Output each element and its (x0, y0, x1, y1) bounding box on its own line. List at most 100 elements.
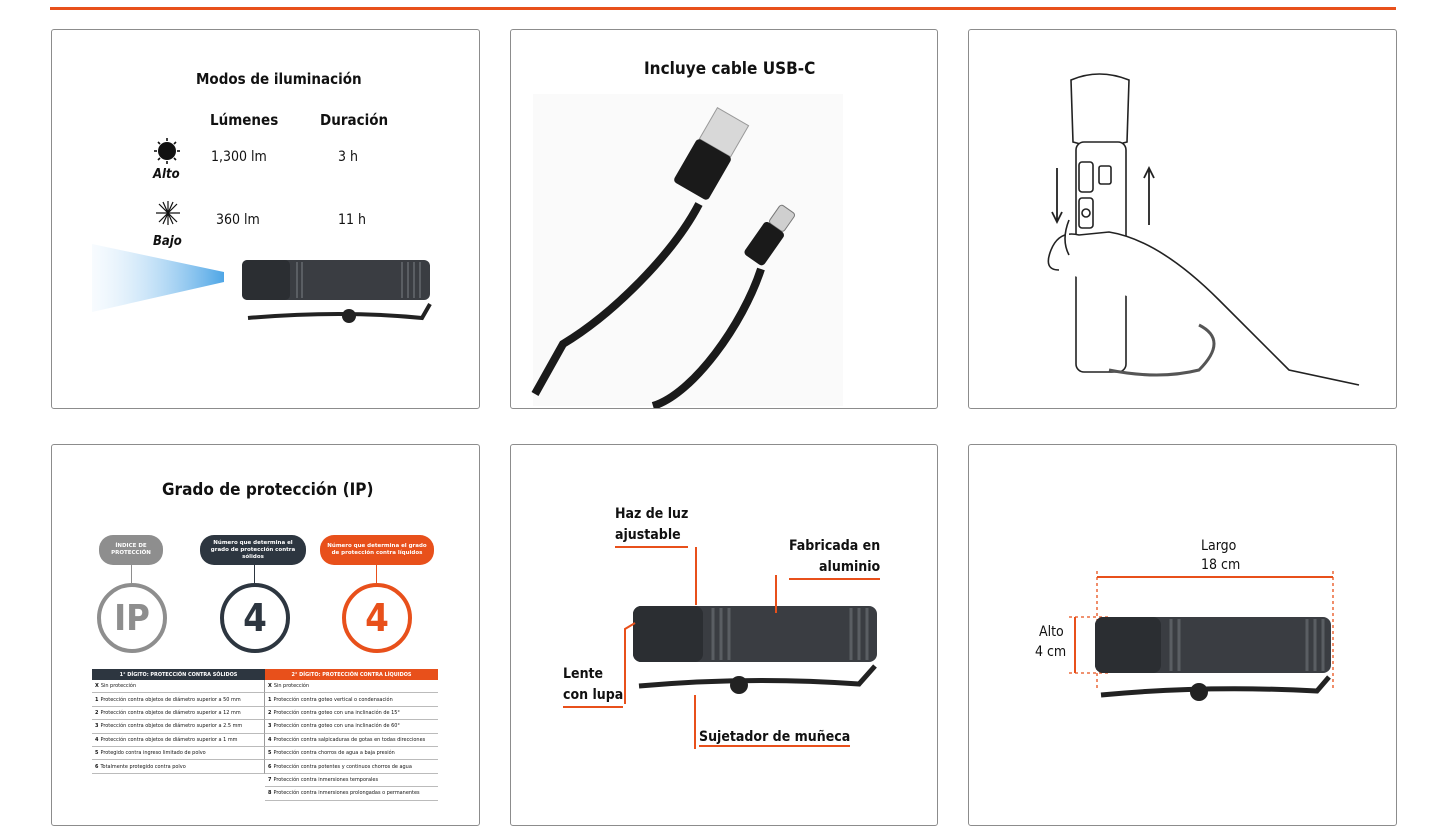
mode-high-label: Alto (153, 167, 180, 182)
solids-row-number: 3 (95, 723, 99, 730)
liquids-row-text: Protección contra salpicaduras de gotas … (273, 736, 426, 743)
card-lighting-modes: Modos de iluminación Lúmenes Duración Al… (51, 29, 480, 409)
height-value: 4 cm (1035, 644, 1067, 660)
solids-row-text: Protección contra objetos de diámetro su… (100, 696, 241, 703)
card-dimensions: Largo 18 cm Alto 4 cm (968, 444, 1397, 826)
liquids-row-text: Protección contra potentes y continuos c… (273, 763, 412, 770)
mode-low-lumens: 360 lm (216, 212, 260, 228)
liquids-row-text: Protección contra inmersiones prolongada… (273, 790, 420, 797)
lumens-header: Lúmenes (210, 111, 279, 129)
sun-icon (154, 138, 180, 164)
aluminum-label: Fabricada en aluminio (789, 536, 881, 580)
liquids-row-number: X (268, 683, 272, 690)
aluminum-pointer-line (775, 575, 777, 613)
solids-row-text: Protección contra objetos de diámetro su… (100, 723, 243, 730)
usb-cable-image (531, 94, 843, 408)
liquids-row-text: Protección contra goteo con una inclinac… (273, 709, 400, 716)
strap-label: Sujetador de muñeca (699, 729, 851, 747)
liquids-row-number: 3 (268, 723, 272, 730)
length-value: 18 cm (1201, 557, 1241, 573)
liquids-row-text: Protección contra goteo vertical o conde… (273, 696, 393, 703)
mode-high-lumens: 1,300 lm (211, 149, 267, 165)
height-label: Alto (1039, 624, 1064, 640)
card-usb-cable: Incluye cable USB-C (510, 29, 938, 409)
strap-pointer-line (694, 695, 696, 749)
hand-holding-flashlight-illustration (1047, 73, 1360, 386)
flashlight-side-image (633, 606, 877, 694)
ip-liquids-pill: Número que determina el grado de protecc… (320, 535, 434, 565)
solids-row-text: Protección contra objetos de diámetro su… (100, 709, 241, 716)
cable-title: Incluye cable USB-C (644, 59, 816, 79)
solids-row-number: 1 (95, 696, 99, 703)
duration-header: Duración (320, 111, 389, 129)
modes-title: Modos de iluminación (196, 70, 362, 88)
liquids-row-number: 6 (268, 763, 272, 770)
beam-pointer-line (695, 547, 697, 605)
solids-row-number: X (95, 683, 99, 690)
mode-low-duration: 11 h (338, 212, 367, 228)
lens-label: Lente con lupa (563, 664, 624, 708)
liquids-row-number: 1 (268, 696, 272, 703)
ip-table-head-solids: 1° DÍGITO: PROTECCIÓN CONTRA SÓLIDOS (92, 669, 265, 680)
solids-row-number: 6 (95, 763, 99, 770)
ip-title: Grado de protección (IP) (162, 480, 374, 500)
ip-connector-line (376, 565, 377, 583)
liquids-row-text: Protección contra inmersiones temporales (273, 776, 379, 783)
liquids-row-number: 8 (268, 790, 272, 797)
solids-row-text: Protegido contra ingreso limitado de pol… (100, 750, 206, 757)
ip-table: 1° DÍGITO: PROTECCIÓN CONTRA SÓLIDOS 2° … (92, 669, 438, 801)
liquids-row-number: 4 (268, 736, 272, 743)
solids-row-text: Sin protección (100, 683, 137, 690)
ip-letters-circle: IP (97, 583, 167, 653)
liquids-row-number: 5 (268, 750, 272, 757)
liquids-row-text: Protección contra goteo con una inclinac… (273, 723, 400, 730)
card-ip-protection: Grado de protección (IP) ÍNDICE DE PROTE… (51, 444, 480, 826)
flashlight-beam-image (92, 244, 432, 323)
height-dimension-line (1069, 616, 1109, 674)
lens-pointer-line (624, 622, 636, 704)
liquids-row-number: 7 (268, 776, 272, 783)
card-features: Haz de luz ajustable Fabricada en alumin… (510, 444, 938, 826)
solids-row-number: 4 (95, 736, 99, 743)
flashlight-dimensions-image (1095, 617, 1331, 701)
liquids-row-number: 2 (268, 709, 272, 716)
top-accent-line (50, 7, 1396, 10)
mode-high-duration: 3 h (338, 149, 358, 165)
beam-label: Haz de luz ajustable (615, 504, 689, 548)
liquids-row-text: Protección contra chorros de agua a baja… (273, 750, 395, 757)
solids-row-text: Protección contra objetos de diámetro su… (100, 736, 238, 743)
solids-row-text: Totalmente protegido contra polvo (100, 763, 186, 770)
ip-connector-line (254, 565, 255, 583)
card-hand-illustration (968, 29, 1397, 409)
ip-index-pill: ÍNDICE DE PROTECCIÓN (99, 535, 163, 565)
mode-low-label: Bajo (153, 234, 182, 249)
liquids-row-text: Sin protección (273, 683, 310, 690)
ip-connector-line (131, 565, 132, 583)
star-burst-icon (156, 201, 180, 225)
ip-solids-pill: Número que determina el grado de protecc… (200, 535, 306, 565)
ip-liquids-digit-circle: 4 (342, 583, 412, 653)
ip-table-head-liquids: 2° DÍGITO: PROTECCIÓN CONTRA LÍQUIDOS (265, 669, 438, 680)
solids-row-number: 2 (95, 709, 99, 716)
solids-row-number: 5 (95, 750, 99, 757)
ip-solids-digit-circle: 4 (220, 583, 290, 653)
length-label: Largo (1201, 538, 1237, 554)
